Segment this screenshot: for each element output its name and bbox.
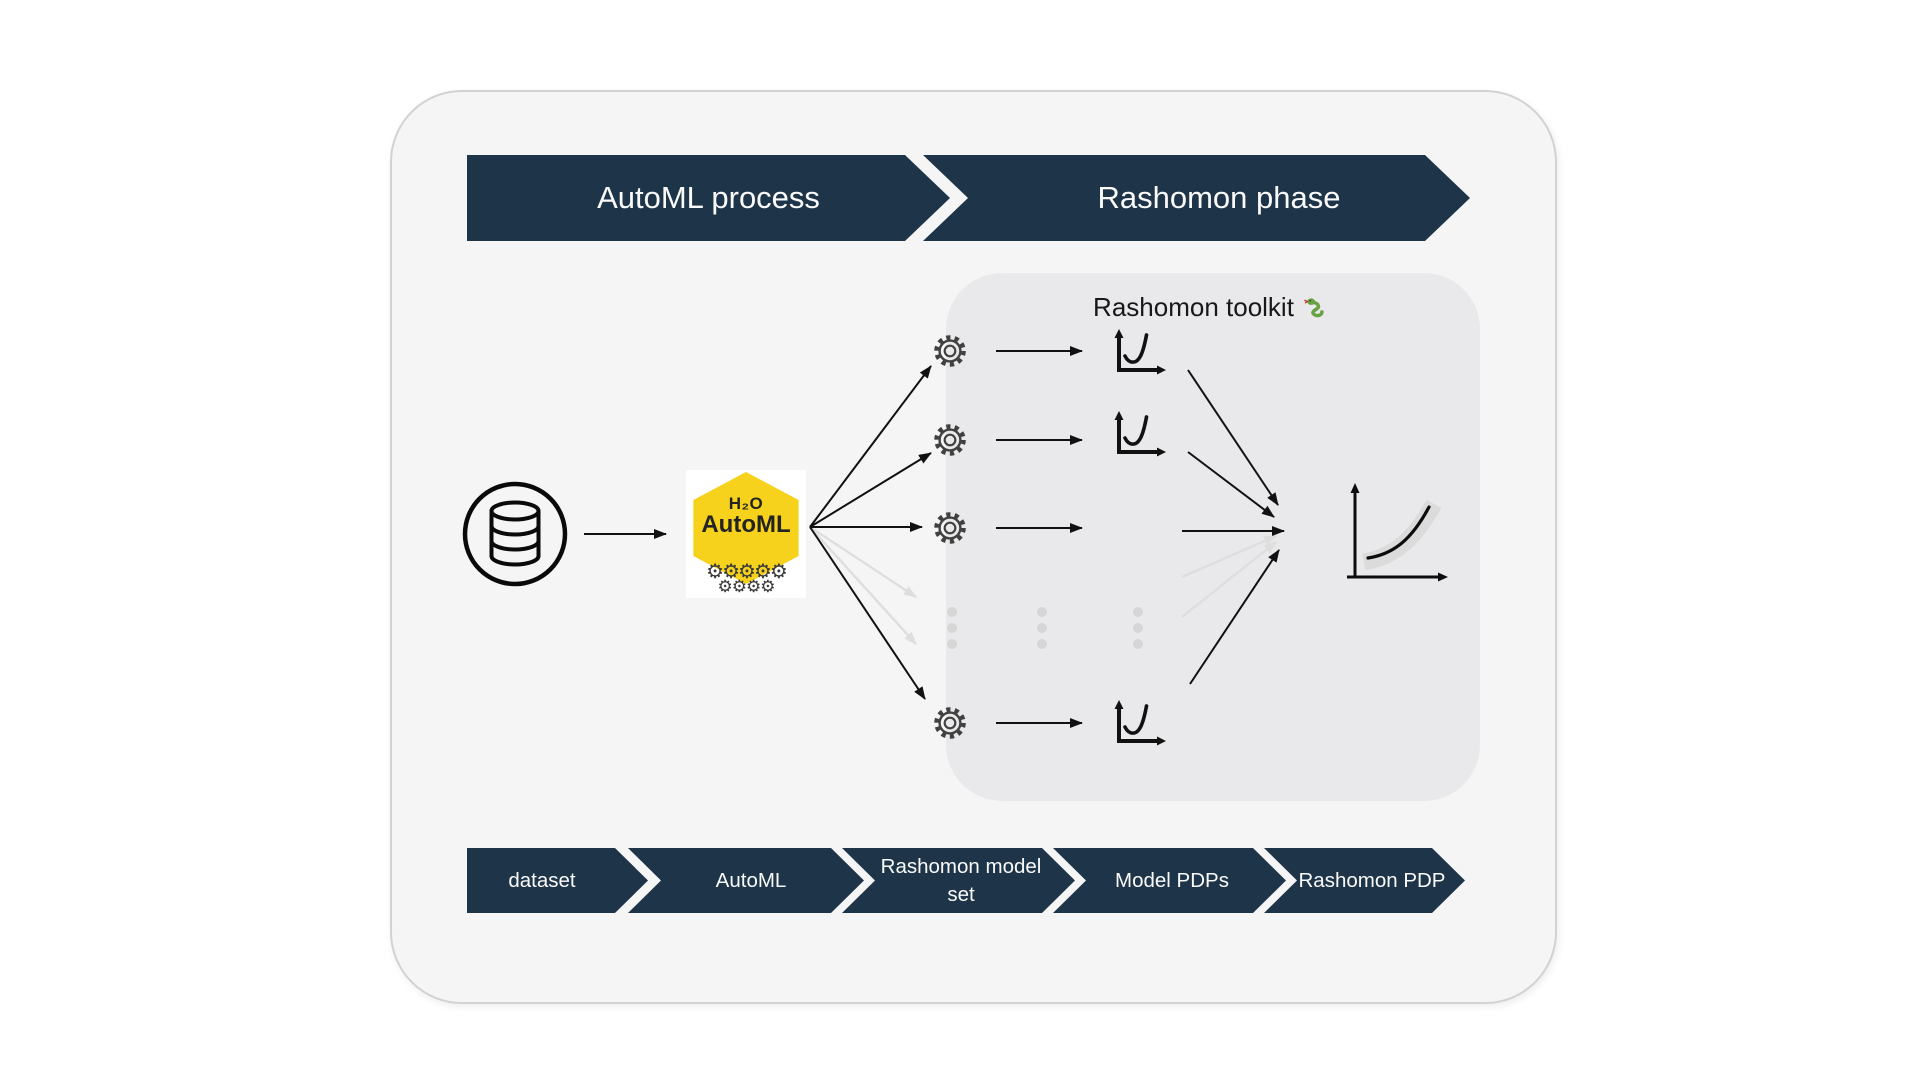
step-rashomon-pdp	[1264, 848, 1465, 913]
step-model-pdps	[1053, 848, 1286, 913]
model-gear-icons	[937, 338, 963, 736]
model-pdp-icon	[1112, 698, 1168, 748]
python-snake-icon	[1304, 298, 1324, 318]
banner-automl-process	[467, 155, 950, 241]
h2o-automl-logo: H₂O AutoML ⚙⚙⚙⚙⚙ ⚙⚙⚙⚙	[686, 470, 806, 598]
ellipsis-dots	[947, 607, 1143, 649]
logo-h2o-text: H₂O	[728, 494, 764, 513]
step-dataset	[467, 848, 648, 913]
step-automl-label: AutoML	[715, 868, 787, 892]
bottom-banner	[467, 848, 1465, 913]
model-gear-icon	[937, 710, 963, 736]
step-rashomon-model-set	[842, 848, 1075, 913]
step-model-pdps-label: Model PDPs	[1115, 868, 1229, 892]
rashomon-pdp-icon	[1347, 483, 1448, 582]
top-banner	[467, 155, 1470, 241]
rashomon-phase-label: Rashomon phase	[1097, 180, 1341, 215]
dataset-icon	[462, 481, 568, 587]
model-gear-icon	[937, 427, 963, 453]
rashomon-toolkit-title-text: Rashomon toolkit	[1093, 291, 1294, 322]
logo-text: H₂O AutoML	[686, 494, 806, 539]
logo-gears-row: ⚙⚙⚙⚙	[717, 577, 776, 597]
logo-automl-text: AutoML	[701, 511, 791, 538]
model-gear-icon	[937, 515, 963, 541]
banner-rashomon-phase	[923, 155, 1470, 241]
logo-gears-icon: ⚙⚙⚙⚙⚙ ⚙⚙⚙⚙	[686, 560, 806, 597]
flow-arrows	[584, 346, 1285, 728]
logo-gears-row: ⚙⚙⚙⚙⚙	[706, 560, 788, 583]
model-gear-icon	[937, 338, 963, 364]
rashomon-toolkit-title: Rashomon toolkit	[1062, 288, 1362, 326]
automl-process-label: AutoML process	[597, 180, 820, 215]
model-pdp-icon	[1112, 327, 1168, 377]
step-dataset-label: dataset	[508, 868, 576, 892]
faded-fan-lines	[809, 525, 1277, 645]
step-rashomon-model-set-label: Rashomon model set	[880, 855, 1042, 906]
model-pdp-icon	[1112, 409, 1168, 459]
step-rashomon-pdp-label: Rashomon PDP	[1298, 868, 1446, 892]
rashomon-toolkit-panel	[946, 273, 1480, 801]
step-automl	[628, 848, 864, 913]
model-pdp-icons	[1112, 327, 1168, 748]
